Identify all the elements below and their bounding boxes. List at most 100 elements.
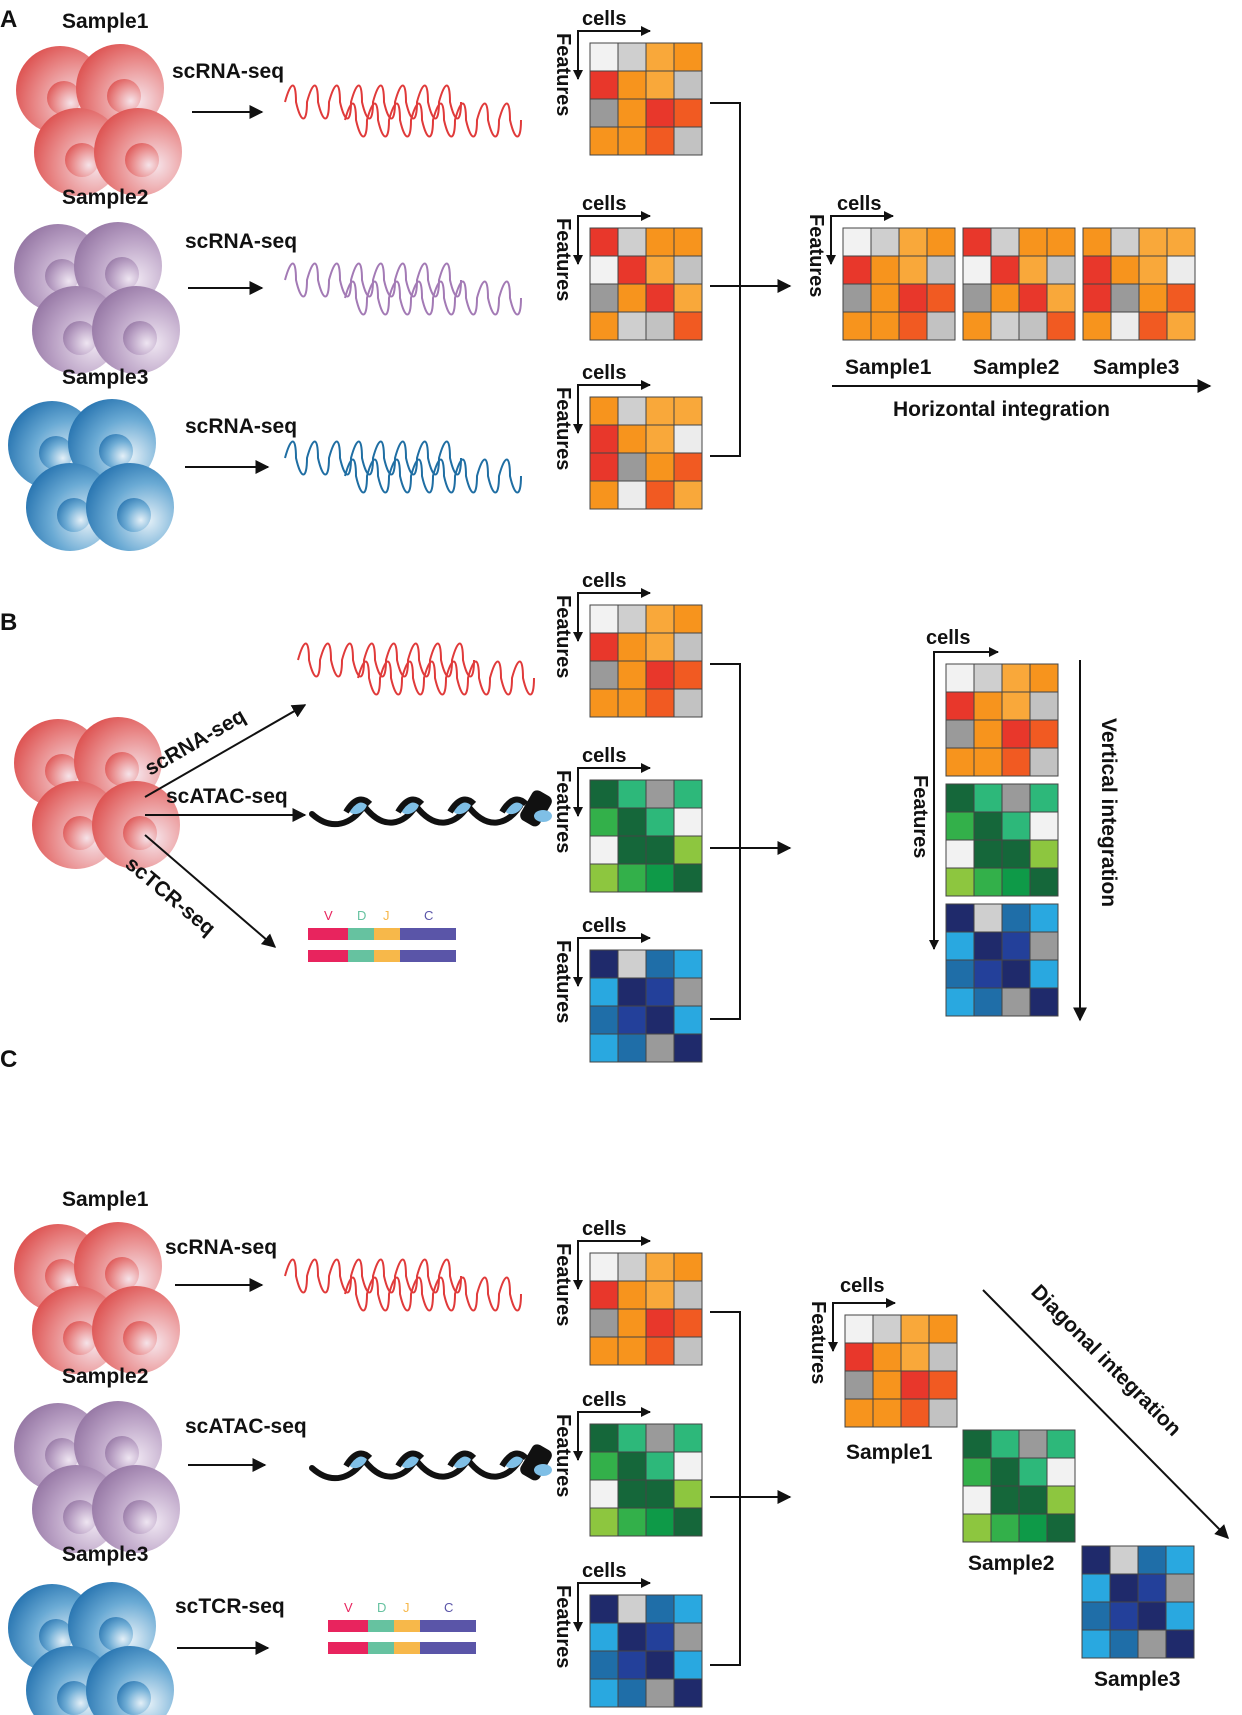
rna-wave-icon: [297, 642, 535, 696]
matrix-cell: [1001, 867, 1031, 897]
matrix-cell: [1029, 747, 1059, 777]
matrix-cell: [645, 452, 675, 482]
matrix-cell: [962, 1429, 992, 1459]
matrix-cell: [645, 255, 675, 285]
matrix-cell: [645, 396, 675, 426]
matrix-cell: [645, 1005, 675, 1035]
matrix-cell: [589, 1252, 619, 1282]
matrix-cell: [870, 283, 900, 313]
matrix-cell: [617, 863, 647, 893]
matrix-cell: [589, 1479, 619, 1509]
matrix-cell: [1018, 1513, 1048, 1543]
rna-strand: [284, 1258, 462, 1294]
matrix-cell: [1001, 931, 1031, 961]
matrix-cell: [1110, 311, 1140, 341]
matrix-cell: [673, 604, 703, 634]
matrix-cell: [1018, 255, 1048, 285]
matrix-cell: [673, 1423, 703, 1453]
matrix-cell: [645, 424, 675, 454]
cells-axis-label: cells: [840, 1275, 884, 1297]
matrix-cell: [926, 255, 956, 285]
matrix-cell: [928, 1314, 958, 1344]
matrix-cell: [844, 1342, 874, 1372]
matrix-cell: [1165, 1545, 1195, 1575]
matrix-cell: [962, 311, 992, 341]
diagonal-integration-label: Diagonal integration: [1026, 1280, 1185, 1440]
matrix-cell: [842, 283, 872, 313]
matrix-cell: [589, 283, 619, 313]
matrix-cell: [673, 1622, 703, 1652]
cell-nucleus: [99, 1617, 133, 1651]
matrix-cell: [673, 255, 703, 285]
matrix-cell: [945, 931, 975, 961]
matrix-cell: [1109, 1629, 1139, 1659]
matrix-cell: [673, 311, 703, 341]
tcr-segment-bar: [374, 928, 400, 940]
matrix-cell: [926, 311, 956, 341]
matrix-cell: [617, 70, 647, 100]
matrix-cell: [645, 1280, 675, 1310]
matrix-cell: [617, 480, 647, 510]
matrix-cell: [673, 1479, 703, 1509]
matrix-cell: [842, 255, 872, 285]
matrix-cell: [645, 949, 675, 979]
matrix-cell: [589, 1594, 619, 1624]
cell-nucleus: [105, 1436, 139, 1470]
panel-c: Sample1 scRNA-seq Sample2 scATAC-seq Sam…: [8, 1188, 1229, 1715]
matrix-cell: [1001, 839, 1031, 869]
matrix-cell: [673, 98, 703, 128]
matrix-cell: [645, 1622, 675, 1652]
matrix-cell: [617, 1033, 647, 1063]
matrix-cell: [945, 839, 975, 869]
matrix-cell: [589, 1033, 619, 1063]
matrix-cell: [617, 452, 647, 482]
matrix-cell: [617, 1423, 647, 1453]
features-axis-label: Features: [909, 775, 931, 858]
matrix-cell: [1046, 1485, 1076, 1515]
matrix-cell: [990, 1457, 1020, 1487]
assay-label-scatac: scATAC-seq: [166, 785, 288, 808]
matrix-cell: [1029, 811, 1059, 841]
tcr-segment-label: C: [444, 1600, 453, 1615]
matrix-cell: [673, 1033, 703, 1063]
matrix-cell: [1046, 311, 1076, 341]
matrix-cell: [673, 70, 703, 100]
matrix-cell: [973, 959, 1003, 989]
matrix-cell: [926, 227, 956, 257]
cell-nucleus: [63, 321, 97, 355]
panel-a-sample3-assay: scRNA-seq: [185, 415, 297, 438]
panel-a-sample1-assay: scRNA-seq: [172, 60, 284, 83]
matrix-cell: [1110, 255, 1140, 285]
matrix-cell: [1001, 783, 1031, 813]
matrix-cell: [617, 1650, 647, 1680]
matrix-cell: [1081, 1629, 1111, 1659]
matrix-cell: [973, 867, 1003, 897]
matrix-cell: [589, 688, 619, 718]
features-axis-label: Features: [552, 940, 574, 1023]
matrix-cell: [900, 1370, 930, 1400]
matrix-cell: [589, 632, 619, 662]
matrix-cell: [872, 1314, 902, 1344]
matrix-cell: [673, 1650, 703, 1680]
tcr-segment-bar: [348, 950, 374, 962]
matrix-cell: [589, 1650, 619, 1680]
panel-letter-a: A: [0, 6, 17, 33]
rna-strand: [344, 458, 522, 494]
dna-knot: [520, 790, 552, 827]
matrix-cell: [1137, 1573, 1167, 1603]
tcr-segment-bar: [420, 1642, 476, 1654]
cells-axis-label: cells: [582, 570, 626, 592]
matrix-cell: [945, 719, 975, 749]
matrix-cell: [872, 1342, 902, 1372]
matrix-cell: [1018, 1457, 1048, 1487]
features-axis-label: Features: [805, 214, 827, 297]
matrix-cell: [673, 688, 703, 718]
panel-a-sample3-label: Sample3: [62, 366, 148, 389]
matrix-cell: [1001, 959, 1031, 989]
matrix-cell: [589, 1308, 619, 1338]
